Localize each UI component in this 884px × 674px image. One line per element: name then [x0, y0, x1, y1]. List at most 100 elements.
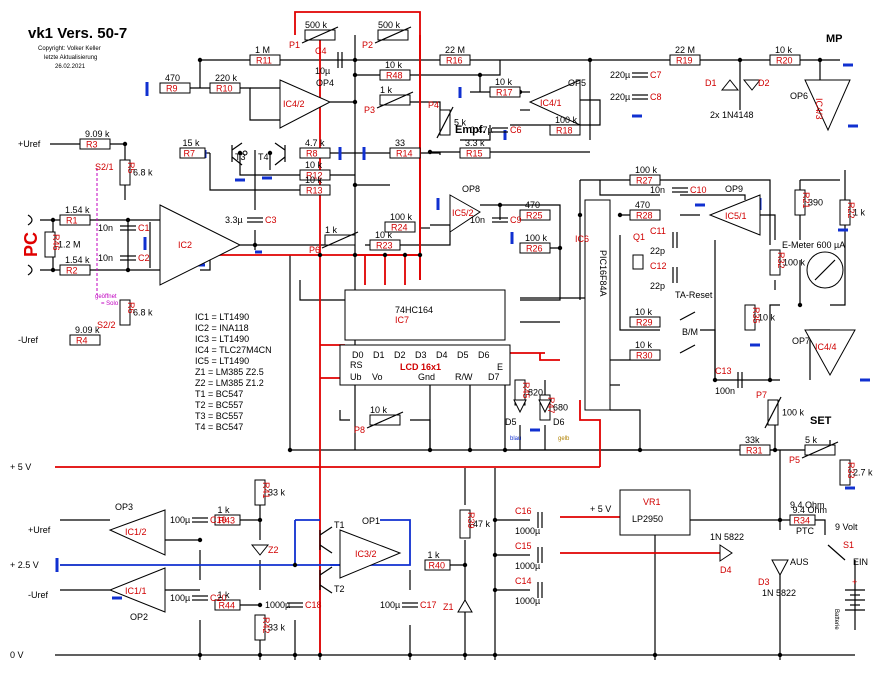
capacitor-value: 220µ — [610, 92, 630, 102]
junction-dot — [352, 99, 358, 105]
junction-dot — [492, 587, 498, 593]
pot-id: P7 — [756, 390, 767, 400]
set-label: SET — [810, 415, 832, 427]
resistor-id: R40 — [429, 561, 446, 571]
resistor-id: R33 — [846, 462, 856, 479]
capacitor-id: C18 — [305, 600, 322, 610]
ic6-label: IC6 — [575, 234, 589, 244]
uref-minus-label-2: -Uref — [28, 590, 48, 600]
pot-id: P1 — [289, 40, 300, 50]
resistor-value: 470 — [165, 73, 180, 83]
lcd-pin-label: D7 — [488, 372, 500, 382]
d4-value: 1N 5822 — [710, 532, 744, 542]
resistor-id: R35 — [751, 307, 761, 324]
capacitor-value: 22p — [650, 246, 665, 256]
opamp-ic5-1 — [708, 194, 761, 236]
resistor-r17 — [489, 86, 521, 98]
resistor-value: 10 k — [775, 45, 793, 55]
junction-dot — [125, 217, 131, 223]
op5-label: OP5 — [568, 78, 586, 88]
battery-plus-sign: + — [852, 577, 857, 587]
capacitor-id: C14 — [515, 576, 532, 586]
pot-value: 500 k — [305, 20, 328, 30]
resistor-value: 22 M — [445, 45, 465, 55]
ic2-label: IC2 — [178, 240, 192, 250]
junction-dot — [652, 652, 658, 658]
junction-dot — [237, 150, 243, 156]
resistor-r44 — [214, 599, 241, 611]
pot-id: P2 — [362, 40, 373, 50]
lcd-data-pin: D3 — [415, 350, 427, 360]
capacitor-id: C19 — [210, 515, 227, 525]
d1-label: D1 — [705, 78, 717, 88]
switch-note-1: geöffnet — [95, 294, 117, 300]
capacitor-value: 1000µ — [515, 526, 540, 536]
resistor-id: R24 — [391, 223, 408, 233]
resistor-value: 470 — [635, 200, 650, 210]
op9-label: OP9 — [725, 184, 743, 194]
junction-dot — [50, 217, 56, 223]
capacitor-id: C10 — [690, 185, 707, 195]
resistor-r15 — [459, 147, 491, 159]
junction-dot — [467, 447, 473, 453]
capacitor-id: C1 — [138, 223, 150, 233]
resistor-r41 — [254, 479, 266, 506]
capacitor-value: 10n — [470, 215, 485, 225]
resistor-value: 10 k — [305, 175, 323, 185]
vr1-part: LP2950 — [632, 514, 663, 524]
resistor-id: R21 — [801, 192, 811, 209]
ic1-1-label: IC1/1 — [125, 586, 147, 596]
diode-d4 — [719, 544, 733, 562]
parts-list-item: T4 = BC547 — [195, 422, 243, 432]
ic3-2-label: IC3/2 — [355, 549, 377, 559]
capacitor-id: C12 — [650, 261, 667, 271]
junction-dot — [197, 537, 203, 543]
lcd-data-pin: D5 — [457, 350, 469, 360]
resistor-id: R20 — [776, 56, 793, 66]
resistor-id: R48 — [386, 71, 403, 81]
capacitor-id: C13 — [715, 366, 732, 376]
resistor-id: R25 — [526, 211, 543, 221]
junction-dot — [767, 377, 773, 383]
resistor-r18 — [549, 124, 581, 136]
s1-label: S1 — [843, 540, 854, 550]
resistor-r20 — [769, 54, 801, 66]
junction-dot — [402, 252, 408, 258]
resistor-id: R23 — [376, 241, 393, 251]
ic7-part: 74HC164 — [395, 305, 433, 315]
update-date: 26.02.2021 — [55, 64, 86, 70]
lcd-pin-label: Vo — [372, 372, 383, 382]
resistor-r42 — [254, 614, 266, 641]
copyright-text: Copyright: Volker Keller — [38, 46, 101, 52]
blue-wires — [60, 519, 411, 566]
resistor-value: 10 k — [495, 77, 513, 87]
resistor-id: R5 — [126, 162, 136, 174]
resistor-value: 390 — [808, 198, 823, 208]
resistor-id: R13 — [306, 186, 323, 196]
opamp-ic4-1 — [528, 79, 581, 126]
resistor-id: R3 — [86, 140, 98, 150]
junction-dot — [492, 517, 498, 523]
op1-label: OP1 — [362, 516, 380, 526]
resistor-r11 — [249, 54, 281, 66]
junction-dot — [352, 252, 358, 258]
volt9-label: 9 Volt — [835, 522, 858, 532]
op6-label: OP6 — [790, 91, 808, 101]
ta-reset-switch — [679, 311, 696, 321]
resistor-id: R17 — [496, 88, 513, 98]
s2-1-label: S2/1 — [95, 162, 114, 172]
resistor-value: 1 k — [428, 550, 441, 560]
junction-dot — [502, 447, 508, 453]
z1-label: Z1 — [443, 602, 454, 612]
resistor-r32 — [769, 249, 781, 276]
junction-dot — [382, 252, 388, 258]
junction-dot — [252, 242, 258, 248]
junction-dot — [352, 72, 358, 78]
resistor-r31 — [739, 444, 771, 456]
resistor-r2 — [59, 264, 91, 276]
